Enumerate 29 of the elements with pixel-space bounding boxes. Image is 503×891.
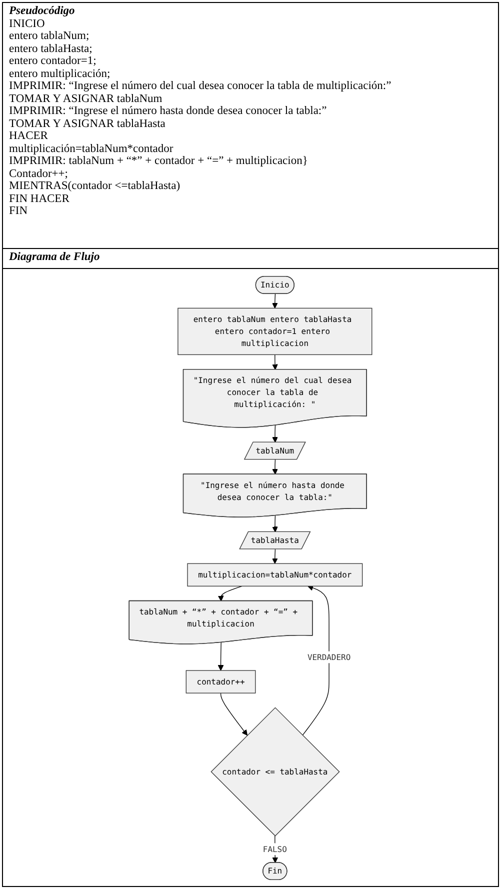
- arrow: [220, 692, 248, 736]
- pseudocode-line: IMPRIMIR: “Ingrese el número hasta donde desea conocer la tabla:”: [9, 105, 328, 118]
- pseudocode-line: MIENTRAS(contador <=tablaHasta): [9, 180, 182, 192]
- pseudocode-line: entero tablaHasta;: [9, 42, 94, 55]
- arrow: [302, 585, 330, 736]
- pseudocode-line: TOMAR Y ASIGNAR tablaHasta: [9, 118, 166, 130]
- arrow: [218, 586, 242, 602]
- pseudocode-line: entero tablaNum;: [9, 30, 90, 42]
- pseudocode-line: entero multiplicación;: [9, 68, 111, 80]
- arrow: [272, 548, 278, 564]
- pseudocode-line: IMPRIMIR: “Ingrese el número del cual desea conocer la tabla de multiplicación:”: [9, 80, 392, 92]
- arrow: [272, 459, 278, 474]
- pseudocode-line: entero contador=1;: [9, 55, 98, 68]
- section-heading: Pseudocódigo: [9, 5, 76, 18]
- arrow: [218, 642, 224, 671]
- pseudocode-line: TOMAR Y ASIGNAR tablaNum: [9, 92, 164, 105]
- pseudocode-line: multiplicación=tablaNum*contador: [9, 142, 174, 155]
- arrow: [272, 515, 278, 532]
- pseudocode-line: INICIO: [9, 18, 46, 30]
- pseudocode-line: FIN HACER: [9, 192, 70, 205]
- arrow: [272, 425, 278, 443]
- pseudocode-line: FIN: [9, 205, 29, 218]
- pseudocode-line: HACER: [9, 130, 49, 142]
- arrow: [272, 354, 278, 370]
- arrow: [272, 294, 278, 308]
- arrow: [272, 836, 278, 864]
- pseudocode-line: Contador++;: [9, 168, 69, 180]
- section-heading: Diagrama de Flujo: [9, 251, 101, 264]
- pseudocode-line: IMPRIMIR: tablaNum + “*” + contador + “=” + multiplicacion}: [9, 155, 309, 168]
